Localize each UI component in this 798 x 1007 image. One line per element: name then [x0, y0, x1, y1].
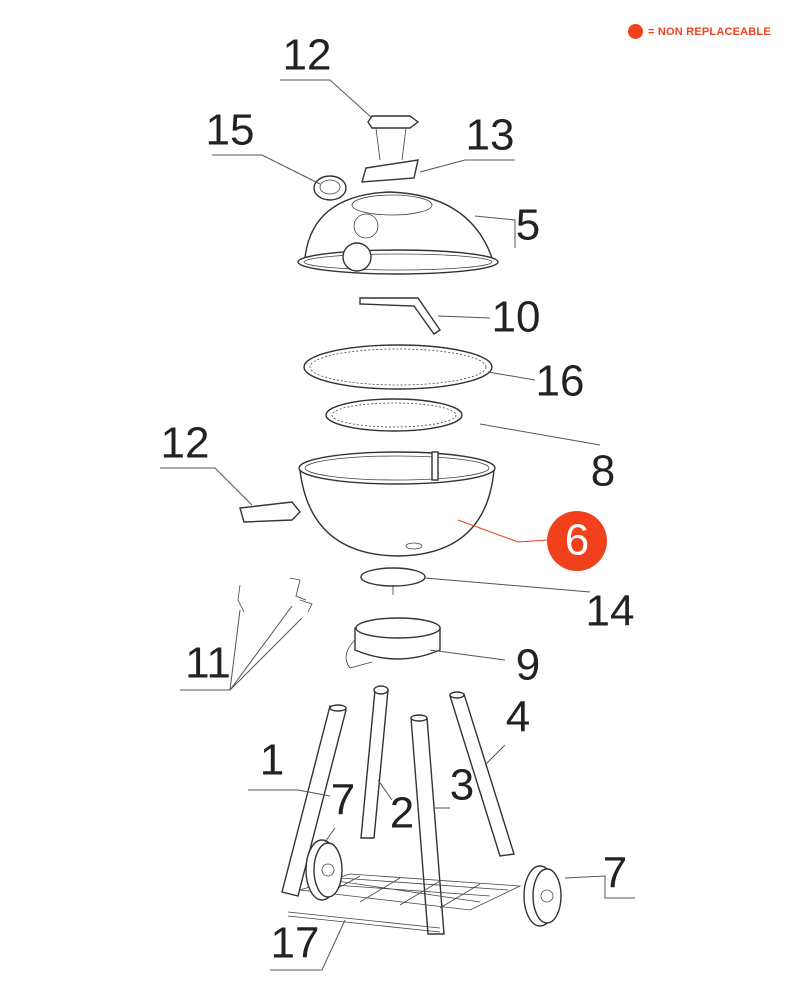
legend: = NON REPLACEABLE: [628, 24, 771, 39]
part-leg-1: [281, 704, 347, 897]
part-bowl: [298, 451, 496, 557]
label-15-thermometer: 15: [206, 106, 255, 155]
label-9-ash-tray: 9: [516, 641, 540, 690]
label-4-leg: 4: [506, 693, 530, 742]
part-charcoal-grate: [325, 398, 463, 432]
label-10-lid-hook: 10: [492, 293, 541, 342]
leader-lines: [160, 79, 635, 971]
label-7-wheel-right: 7: [603, 849, 627, 898]
label-11-brackets: 11: [185, 639, 231, 688]
part-brackets: [237, 577, 313, 613]
part-wheel-right: [523, 865, 562, 927]
label-17-bottom-rack: 17: [271, 919, 320, 968]
part-lid-hook: [359, 297, 441, 335]
non-replaceable-marker-icon: [628, 24, 643, 39]
label-14-ash-damper: 14: [586, 587, 635, 636]
part-leg-4: [449, 691, 515, 857]
part-handle-side: [239, 501, 301, 523]
part-heat-shield: [361, 159, 419, 183]
label-8-charcoal-grate: 8: [591, 447, 615, 496]
label-2-leg: 2: [390, 789, 414, 838]
label-6-bowl: 6: [565, 516, 589, 565]
label-1-leg: 1: [260, 736, 284, 785]
legend-text: = NON REPLACEABLE: [648, 25, 771, 38]
part-leg-3: [410, 714, 445, 935]
part-leg-2: [360, 685, 389, 839]
part-lid: [297, 191, 499, 275]
label-7-wheel-left: 7: [331, 776, 355, 825]
part-handle-top: [367, 115, 420, 161]
part-ash-damper: [360, 567, 426, 595]
label-3-leg: 3: [450, 761, 474, 810]
part-ash-tray: [345, 617, 441, 669]
part-thermometer: [313, 175, 347, 201]
part-wheel-left: [305, 839, 343, 901]
part-cooking-grate: [303, 344, 493, 390]
label-12-lid-handle: 12: [283, 31, 332, 80]
label-16-cooking-grate: 16: [536, 357, 585, 406]
label-12-side-handle: 12: [161, 419, 210, 468]
non-replaceable-marker-icon: [547, 511, 607, 571]
label-5-lid: 5: [516, 201, 540, 250]
label-13-heat-shield: 13: [466, 111, 515, 160]
